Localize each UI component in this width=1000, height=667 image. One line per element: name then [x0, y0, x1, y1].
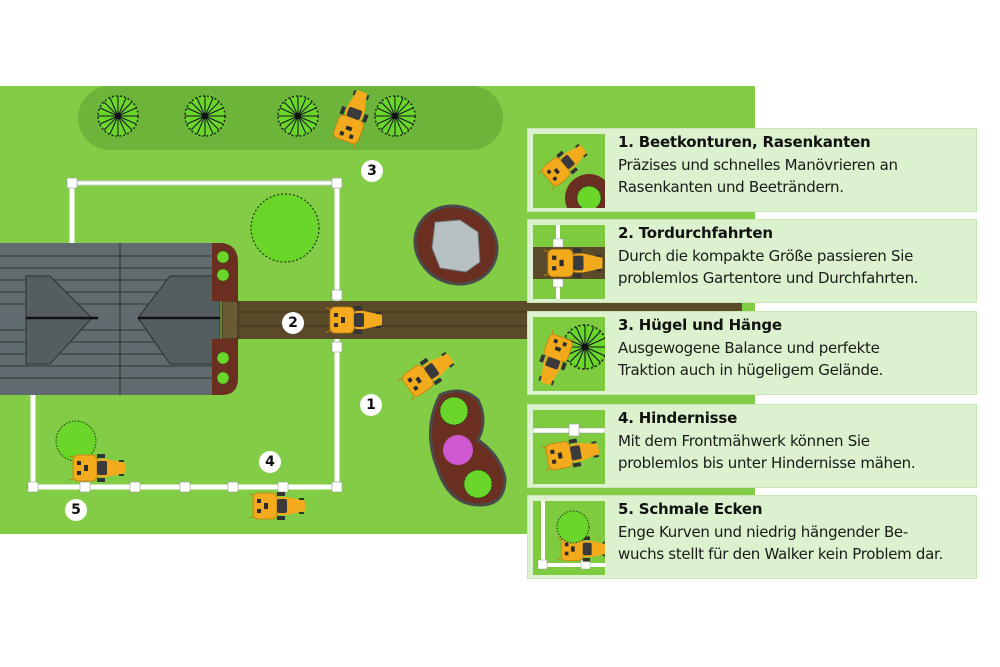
marker-5: 5 — [65, 499, 87, 521]
flowers — [443, 435, 473, 465]
panel-description: Ausgewogene Balance und perfekte Traktio… — [618, 339, 884, 379]
panel-title: 5. Schmale Ecken — [618, 500, 763, 518]
narrow-corners-thumbnail — [533, 501, 605, 575]
marker-3: 3 — [361, 160, 383, 182]
panel-description: Präzises und schnelles Manövrieren an Ra… — [618, 156, 898, 196]
feature-panel-hills-slopes: 3. Hügel und Hänge Ausgewogene Balance u… — [527, 311, 977, 395]
panel-title: 3. Hügel und Hänge — [618, 316, 782, 334]
stone — [431, 219, 481, 273]
panel-title: 1. Beetkonturen, Rasenkanten — [618, 133, 871, 151]
gate-passages-thumbnail — [533, 225, 605, 299]
marker-1: 1 — [360, 394, 382, 416]
panel-description: Durch die kompakte Größe passieren Sie p… — [618, 247, 919, 287]
feature-panel-narrow-corners: 5. Schmale Ecken Enge Kurven und niedrig… — [527, 495, 977, 579]
feature-panel-bed-edges: 1. Beetkonturen, Rasenkanten Präzises un… — [527, 128, 977, 212]
hills-slopes-thumbnail — [533, 317, 605, 391]
panel-description: Mit dem Frontmähwerk können Sie probleml… — [618, 432, 916, 472]
bed-edges-thumbnail — [533, 134, 605, 208]
obstacles-thumbnail — [533, 410, 605, 484]
marker-4: 4 — [259, 451, 281, 473]
panel-title: 4. Hindernisse — [618, 409, 738, 427]
panel-description: Enge Kurven und niedrig hängender Be- wu… — [618, 523, 944, 563]
marker-2: 2 — [282, 312, 304, 334]
feature-panel-obstacles: 4. Hindernisse Mit dem Frontmähwerk könn… — [527, 404, 977, 488]
round-tree — [250, 193, 320, 263]
feature-panel-gate-passages: 2. Tordurchfahrten Durch die kompakte Gr… — [527, 219, 977, 303]
panel-title: 2. Tordurchfahrten — [618, 224, 773, 242]
